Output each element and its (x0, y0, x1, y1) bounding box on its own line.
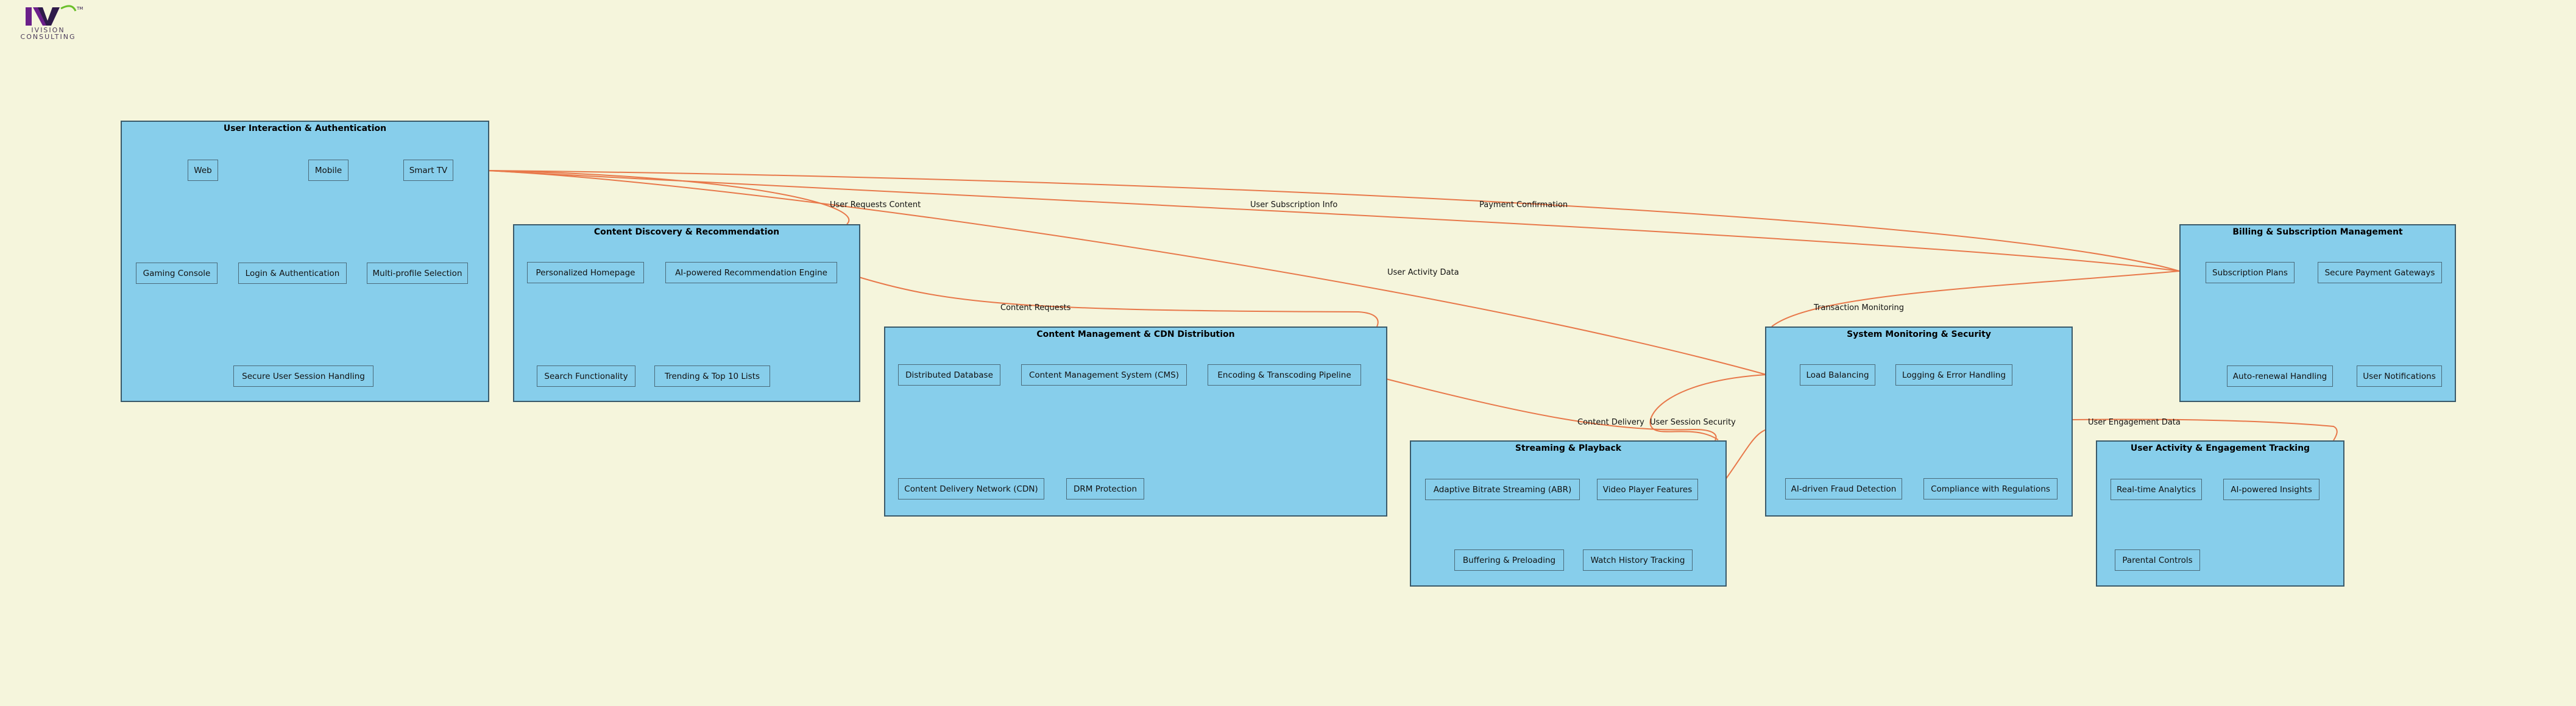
node-mobile[interactable]: Mobile (308, 160, 349, 181)
node-watch-history[interactable]: Watch History Tracking (1583, 549, 1693, 571)
edge-user-requests-content (487, 170, 850, 225)
edge-user-session-security (1649, 374, 1767, 440)
group-streaming-playback: Streaming & Playback Adaptive Bitrate St… (1410, 440, 1727, 587)
edge-transaction-monitoring (1771, 270, 2180, 327)
node-auto-renewal[interactable]: Auto-renewal Handling (2227, 365, 2333, 387)
logo-line2: CONSULTING (20, 33, 76, 41)
node-web[interactable]: Web (188, 160, 218, 181)
node-drm-protection[interactable]: DRM Protection (1066, 478, 1144, 499)
group-title: System Monitoring & Security (1847, 330, 1991, 339)
edge-user-subscription-info (487, 170, 2180, 272)
group-title: User Activity & Engagement Tracking (2130, 443, 2310, 453)
node-subscription-plans[interactable]: Subscription Plans (2206, 262, 2295, 283)
node-load-balancing[interactable]: Load Balancing (1800, 364, 1875, 386)
node-secure-payment-gateways[interactable]: Secure Payment Gateways (2318, 262, 2442, 283)
edge-label-user-requests-content: User Requests Content (830, 200, 921, 210)
node-parental-controls[interactable]: Parental Controls (2115, 549, 2200, 571)
node-ai-fraud-detection[interactable]: AI-driven Fraud Detection (1785, 478, 1902, 499)
node-login-authentication[interactable]: Login & Authentication (238, 263, 347, 284)
node-multi-profile-selection[interactable]: Multi-profile Selection (367, 263, 468, 284)
node-user-notifications[interactable]: User Notifications (2357, 365, 2442, 387)
edge-content-requests (858, 277, 1379, 327)
node-search-functionality[interactable]: Search Functionality (537, 365, 635, 387)
node-ai-recommendation-engine[interactable]: AI-powered Recommendation Engine (665, 262, 837, 283)
node-video-player-features[interactable]: Video Player Features (1597, 479, 1698, 500)
edge-label-user-activity-data: User Activity Data (1387, 268, 1459, 277)
edge-label-content-requests: Content Requests (1000, 303, 1071, 312)
group-title: User Interaction & Authentication (223, 124, 387, 133)
group-billing-subscription: Billing & Subscription Management Subscr… (2179, 224, 2456, 402)
node-cms[interactable]: Content Management System (CMS) (1021, 364, 1187, 386)
edge-label-user-engagement-data: User Engagement Data (2088, 418, 2181, 427)
group-user-interaction: User Interaction & Authentication Web Mo… (121, 121, 489, 402)
group-monitoring-security: System Monitoring & Security Load Balanc… (1765, 327, 2073, 517)
group-user-activity: User Activity & Engagement Tracking Real… (2096, 440, 2344, 587)
node-encoding-transcoding[interactable]: Encoding & Transcoding Pipeline (1208, 364, 1361, 386)
edge-payment-confirmation (487, 170, 2180, 272)
node-abr[interactable]: Adaptive Bitrate Streaming (ABR) (1425, 479, 1580, 500)
node-trending-top10[interactable]: Trending & Top 10 Lists (654, 365, 770, 387)
group-title: Content Discovery & Recommendation (593, 227, 780, 237)
edge-user-activity-data (487, 170, 1767, 375)
group-content-cdn: Content Management & CDN Distribution Di… (884, 327, 1387, 517)
node-compliance-regulations[interactable]: Compliance with Regulations (1923, 478, 2058, 499)
node-logging-error-handling[interactable]: Logging & Error Handling (1895, 364, 2012, 386)
node-ai-insights[interactable]: AI-powered Insights (2223, 479, 2319, 500)
ivision-logo: TM (26, 5, 83, 26)
edge-label-transaction-monitoring: Transaction Monitoring (1814, 303, 1905, 312)
node-realtime-analytics[interactable]: Real-time Analytics (2111, 479, 2202, 500)
node-cdn[interactable]: Content Delivery Network (CDN) (898, 478, 1044, 499)
node-buffering-preloading[interactable]: Buffering & Preloading (1454, 549, 1564, 571)
group-title: Streaming & Playback (1515, 443, 1622, 453)
svg-text:TM: TM (76, 6, 83, 11)
logo-caption: IVISION CONSULTING (9, 27, 88, 40)
edge-label-content-delivery: Content Delivery (1577, 418, 1644, 427)
node-gaming-console[interactable]: Gaming Console (136, 263, 218, 284)
logo-line1: IVISION (31, 26, 65, 34)
edge-label-user-session-security: User Session Security (1650, 418, 1736, 427)
node-smart-tv[interactable]: Smart TV (403, 160, 453, 181)
group-title: Content Management & CDN Distribution (1036, 330, 1235, 339)
edge-label-user-subscription-info: User Subscription Info (1250, 200, 1338, 210)
group-title: Billing & Subscription Management (2232, 227, 2403, 237)
node-personalized-homepage[interactable]: Personalized Homepage (527, 262, 644, 283)
node-secure-session-handling[interactable]: Secure User Session Handling (233, 365, 373, 387)
edge-content-delivery (1385, 378, 1717, 441)
edge-label-payment-confirmation: Payment Confirmation (1479, 200, 1568, 210)
node-distributed-database[interactable]: Distributed Database (898, 364, 1000, 386)
group-content-discovery: Content Discovery & Recommendation Perso… (513, 224, 860, 402)
